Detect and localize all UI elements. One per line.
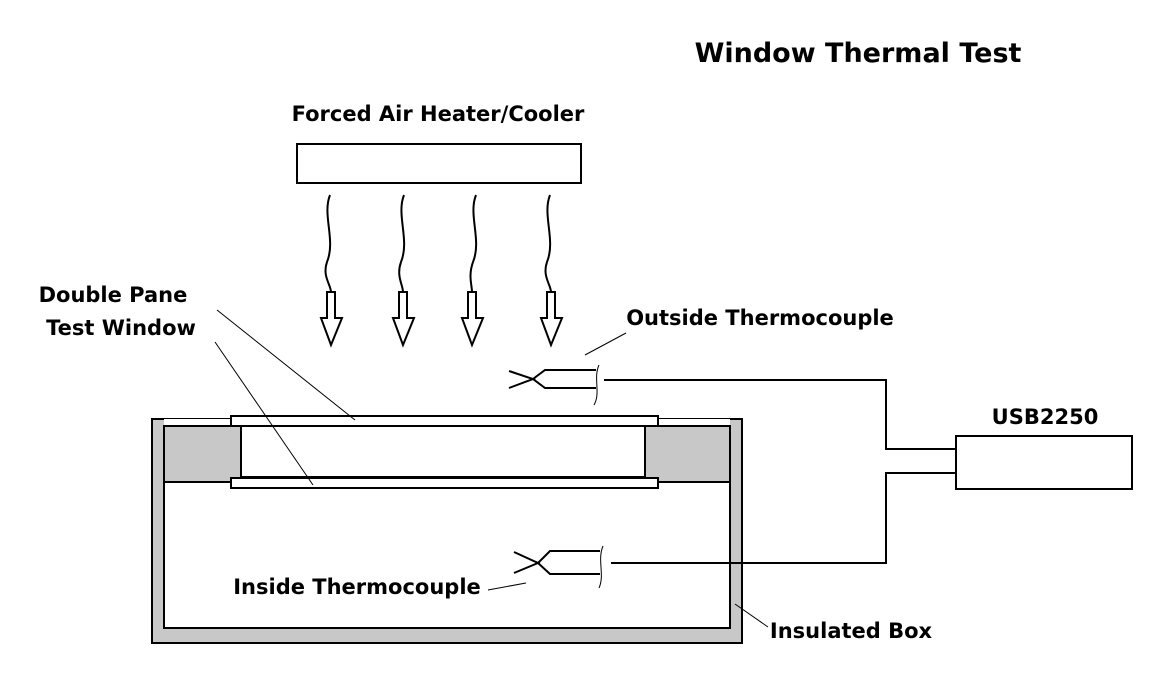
heater-unit (296, 143, 582, 184)
window-label-line1: Double Pane (39, 283, 188, 307)
heater-label: Forced Air Heater/Cooler (292, 102, 585, 126)
window-leader-inner (214, 341, 314, 486)
down-arrow-icon (539, 291, 564, 348)
outside-tc-wire (604, 379, 956, 450)
insulation-right (644, 425, 731, 483)
double-pane-window (230, 415, 659, 489)
outside-thermocouple-label: Outside Thermocouple (626, 306, 894, 330)
down-arrow-icon (391, 291, 416, 348)
down-arrow-icon (319, 291, 344, 348)
usb2250-label: USB2250 (992, 405, 1099, 429)
airflow-wave-2 (398, 194, 406, 293)
window-label-line2: Test Window (46, 316, 196, 340)
inside-tc-wire (611, 472, 956, 564)
window-frame (240, 425, 646, 478)
outer-pane (230, 415, 659, 427)
outside-tc-leader (584, 332, 627, 356)
airflow-arrows (319, 194, 564, 348)
box-leader (734, 603, 769, 628)
insulation-left (163, 425, 242, 483)
airflow-wave-4 (544, 194, 552, 293)
window-leader-outer (216, 309, 356, 421)
airflow-wave-1 (324, 194, 332, 293)
inside-thermocouple (513, 545, 604, 589)
inside-thermocouple-label: Inside Thermocouple (233, 575, 481, 599)
insulated-box-label: Insulated Box (770, 619, 933, 643)
inside-tc-leader (487, 582, 527, 591)
outside-thermocouple (508, 364, 600, 406)
usb2250-device (955, 435, 1133, 490)
airflow-wave-3 (469, 194, 478, 293)
diagram-title: Window Thermal Test (695, 38, 1022, 69)
down-arrow-icon (460, 291, 485, 348)
inner-pane (230, 477, 659, 489)
